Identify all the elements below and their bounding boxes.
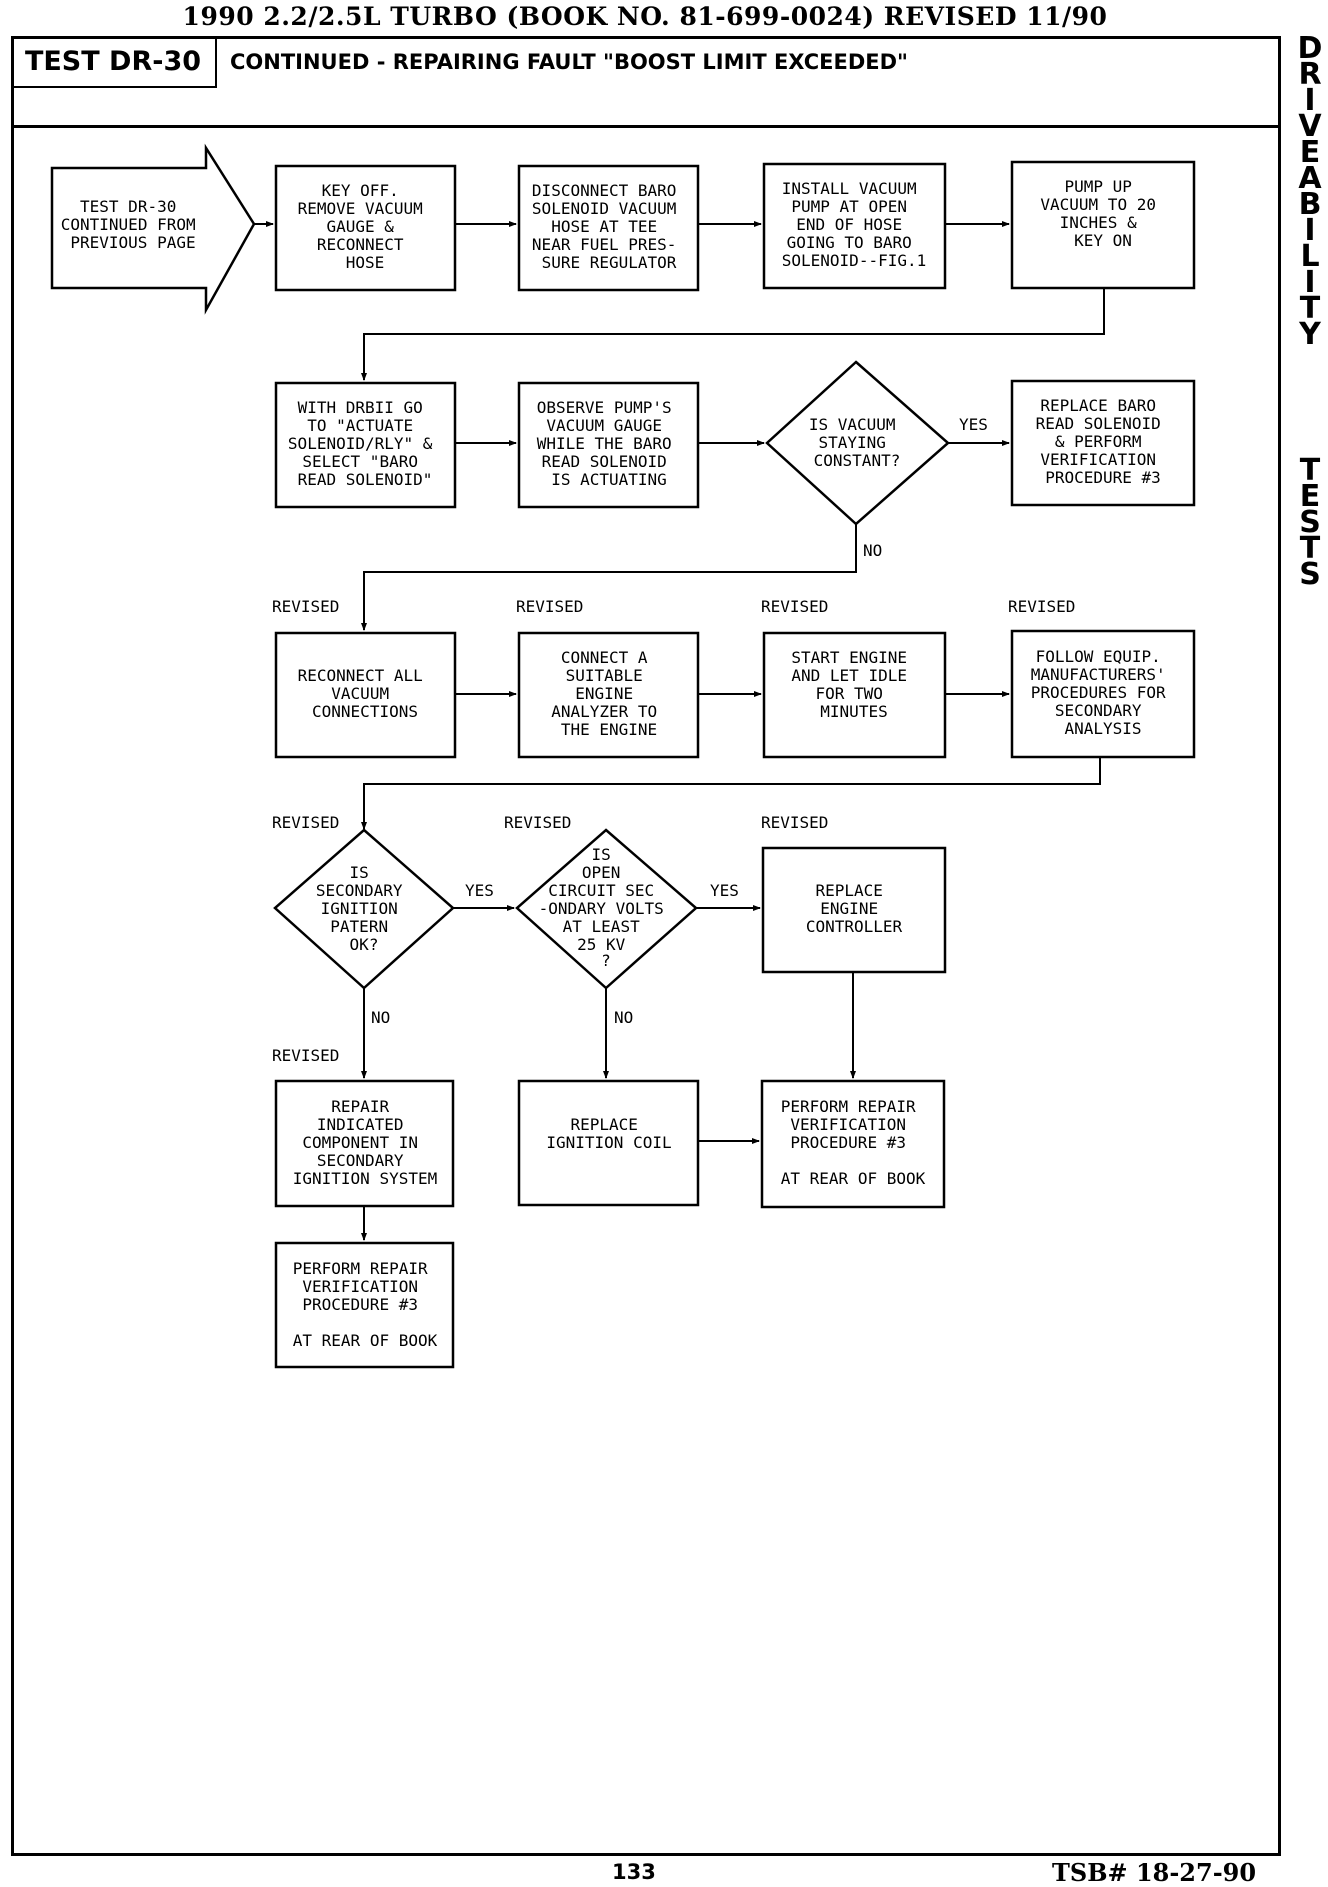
- node-text: IS OPEN CIRCUIT SEC -ONDARY VOLTS AT LEA…: [539, 845, 674, 970]
- yes-label: YES: [710, 881, 739, 900]
- step-reconnect-vacuum: RECONNECT ALL VACUUM CONNECTIONS: [274, 631, 457, 759]
- yes-label: YES: [465, 881, 494, 900]
- revised-labels: REVISED REVISED REVISED REVISED REVISED …: [272, 597, 1075, 1065]
- step-pump-up-vacuum: PUMP UP VACUUM TO 20 INCHES & KEY ON: [1010, 160, 1196, 290]
- step-start-engine: START ENGINE AND LET IDLE FOR TWO MINUTE…: [762, 631, 947, 759]
- node-text: START ENGINE AND LET IDLE FOR TWO MINUTE…: [791, 648, 916, 721]
- node-text: CONNECT A SUITABLE ENGINE ANALYZER TO TH…: [551, 648, 667, 739]
- node-text: FOLLOW EQUIP. MANUFACTURERS' PROCEDURES …: [1031, 647, 1176, 738]
- node-text: WITH DRBII GO TO "ACTUATE SOLENOID/RLY" …: [288, 398, 442, 489]
- decision-open-circuit-volts: IS OPEN CIRCUIT SEC -ONDARY VOLTS AT LEA…: [515, 828, 698, 990]
- step-replace-ignition-coil: REPLACE IGNITION COIL: [517, 1079, 700, 1207]
- revised-label: REVISED: [516, 597, 583, 616]
- node-text: IS VACUUM STAYING CONSTANT?: [809, 415, 905, 470]
- step-verify-procedure-right: PERFORM REPAIR VERIFICATION PROCEDURE #3…: [760, 1079, 946, 1209]
- step-follow-equipment: FOLLOW EQUIP. MANUFACTURERS' PROCEDURES …: [1010, 629, 1196, 759]
- node-text: RECONNECT ALL VACUUM CONNECTIONS: [298, 666, 433, 721]
- revised-label: REVISED: [761, 813, 828, 832]
- step-install-pump: INSTALL VACUUM PUMP AT OPEN END OF HOSE …: [762, 162, 947, 290]
- step-disconnect-hose: DISCONNECT BARO SOLENOID VACUUM HOSE AT …: [517, 164, 700, 292]
- step-replace-baro: REPLACE BARO READ SOLENOID & PERFORM VER…: [1010, 379, 1196, 507]
- node-text: PUMP UP VACUUM TO 20 INCHES & KEY ON: [1040, 177, 1165, 250]
- node-text: DISCONNECT BARO SOLENOID VACUUM HOSE AT …: [532, 181, 686, 272]
- step-repair-secondary-component: REPAIR INDICATED COMPONENT IN SECONDARY …: [274, 1079, 455, 1208]
- step-key-off: KEY OFF. REMOVE VACUUM GAUGE & RECONNECT…: [274, 164, 457, 292]
- node-text: REPAIR INDICATED COMPONENT IN SECONDARY …: [293, 1097, 438, 1188]
- page-frame: [11, 36, 1281, 1856]
- document-header: 1990 2.2/2.5L TURBO (BOOK NO. 81-699-002…: [182, 2, 1108, 31]
- no-label: NO: [863, 541, 882, 560]
- decision-secondary-pattern: IS SECONDARY IGNITION PATERN OK?: [273, 828, 455, 990]
- tsb-number: TSB# 18-27-90: [1052, 1858, 1257, 1887]
- connectors: [254, 221, 1105, 1241]
- node-text: OBSERVE PUMP'S VACUUM GAUGE WHILE THE BA…: [537, 398, 682, 489]
- no-label: NO: [614, 1008, 633, 1027]
- revised-label: REVISED: [272, 597, 339, 616]
- node-text: INSTALL VACUUM PUMP AT OPEN END OF HOSE …: [782, 179, 927, 270]
- step-connect-analyzer: CONNECT A SUITABLE ENGINE ANALYZER TO TH…: [517, 631, 700, 759]
- yes-label: YES: [959, 415, 988, 434]
- revised-label: REVISED: [1008, 597, 1075, 616]
- page-number: 133: [612, 1860, 656, 1884]
- revised-label: REVISED: [272, 1046, 339, 1065]
- test-id: TEST DR-30: [11, 36, 217, 88]
- node-text: IS SECONDARY IGNITION PATERN OK?: [316, 863, 412, 954]
- revised-label: REVISED: [272, 813, 339, 832]
- start-arrow: TEST DR-30 CONTINUED FROM PREVIOUS PAGE: [50, 143, 256, 315]
- decision-vacuum-constant: IS VACUUM STAYING CONSTANT?: [765, 360, 950, 526]
- step-verify-procedure-left: PERFORM REPAIR VERIFICATION PROCEDURE #3…: [274, 1241, 455, 1369]
- revised-label: REVISED: [761, 597, 828, 616]
- connector-labels: YES NO YES YES NO NO: [371, 415, 988, 1027]
- step-drbii-actuate: WITH DRBII GO TO "ACTUATE SOLENOID/RLY" …: [274, 381, 457, 509]
- test-title: CONTINUED - REPAIRING FAULT "BOOST LIMIT…: [230, 50, 908, 74]
- step-observe-gauge: OBSERVE PUMP'S VACUUM GAUGE WHILE THE BA…: [517, 381, 700, 509]
- node-text: REPLACE ENGINE CONTROLLER: [806, 881, 903, 936]
- node-text: KEY OFF. REMOVE VACUUM GAUGE & RECONNECT…: [298, 181, 433, 272]
- node-text: PERFORM REPAIR VERIFICATION PROCEDURE #3…: [781, 1097, 926, 1188]
- node-text: TEST DR-30 CONTINUED FROM PREVIOUS PAGE: [61, 197, 206, 252]
- header-divider: [11, 125, 1281, 128]
- no-label: NO: [371, 1008, 390, 1027]
- revised-label: REVISED: [504, 813, 571, 832]
- node-text: REPLACE IGNITION COIL: [546, 1115, 671, 1152]
- step-replace-controller: REPLACE ENGINE CONTROLLER: [761, 846, 947, 974]
- node-text: REPLACE BARO READ SOLENOID & PERFORM VER…: [1036, 396, 1171, 487]
- node-text: PERFORM REPAIR VERIFICATION PROCEDURE #3…: [293, 1259, 438, 1350]
